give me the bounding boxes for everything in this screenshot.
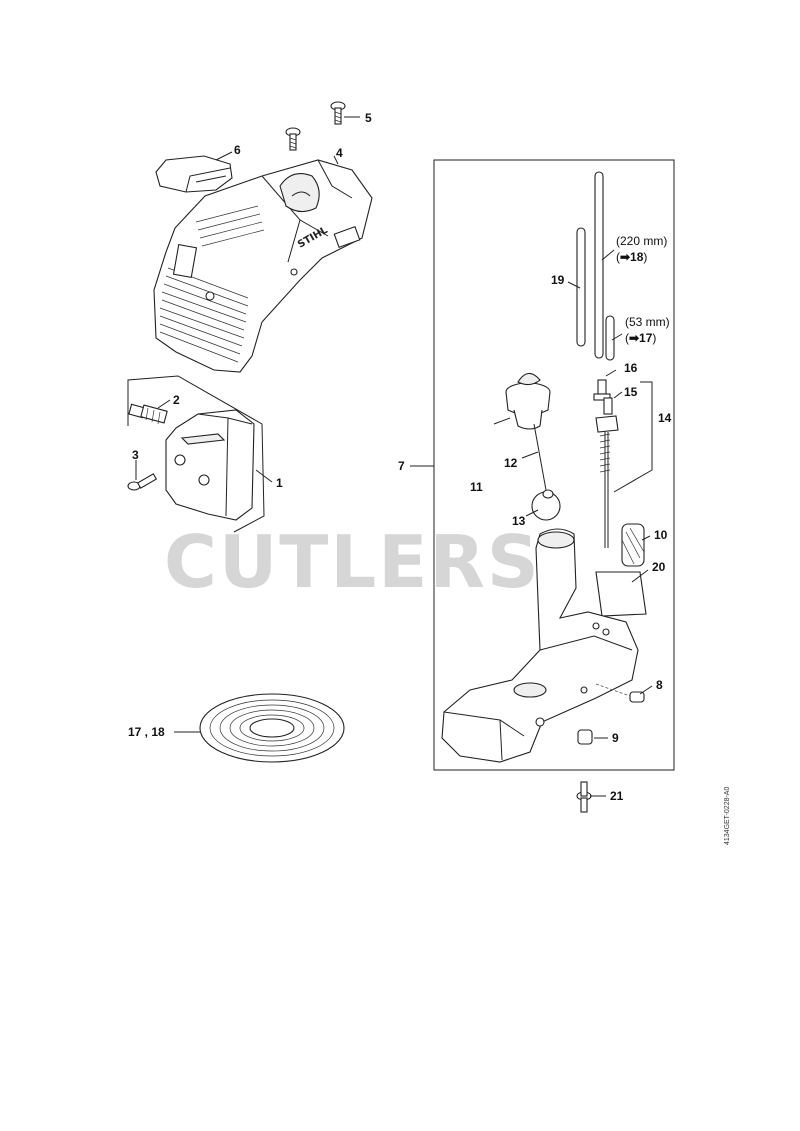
grommet-part-8 (629, 691, 645, 703)
callout-9: 9 (612, 731, 619, 745)
spark-plug-part (128, 403, 168, 425)
tube-note-long: (220 mm) (➡18) (616, 233, 667, 265)
bushing-part-9 (577, 729, 593, 745)
fuel-tank-part (441, 528, 639, 763)
callout-20: 20 (652, 560, 666, 574)
screw-part-3 (127, 473, 158, 491)
callout-2: 2 (173, 393, 180, 407)
callout-7: 7 (398, 459, 405, 473)
callout-14: 14 (658, 411, 672, 425)
tube-short-ref-close: ) (652, 331, 657, 346)
callout-13: 13 (512, 514, 526, 528)
bracket-11 (493, 417, 511, 425)
spiral-coil-part (199, 693, 345, 763)
shroud-cover-part: STIHL (153, 159, 373, 373)
watermark: CUTLERS (164, 520, 541, 604)
group-bracket-muffler (127, 375, 265, 533)
tube-short-ref: ➡17 (629, 331, 653, 346)
gasket-sheet-part (595, 571, 647, 617)
tank-cap-part (505, 372, 551, 430)
callout-11: 11 (470, 480, 483, 494)
tube-short-ref-open: ( (625, 331, 629, 346)
tube-short-length: (53 mm) (625, 315, 670, 329)
screw-part-5b (285, 127, 301, 151)
callout-8: 8 (656, 678, 663, 692)
tube-long-ref-close: ) (643, 250, 648, 265)
muffler-part (165, 409, 255, 521)
callout-1: 1 (276, 476, 283, 490)
bracket-14 (613, 381, 653, 493)
callout-4: 4 (336, 146, 343, 160)
fuel-tubes-part (576, 171, 615, 361)
document-reference-code: 4134GET-0228-A0 (724, 786, 731, 845)
callout-17-18: 17 , 18 (128, 725, 165, 739)
fuel-kit-frame (433, 159, 675, 771)
tube-note-short: (53 mm) (➡17) (625, 314, 670, 346)
retainer-rod-12 (533, 423, 547, 491)
screw-part-21 (576, 781, 592, 813)
callout-5: 5 (365, 111, 372, 125)
screw-part-5 (330, 101, 346, 125)
callout-10: 10 (654, 528, 668, 542)
fuel-filter-part (621, 523, 645, 567)
callout-19: 19 (551, 273, 565, 287)
tube-long-ref-open: ( (616, 250, 620, 265)
dashed-leader-8 (595, 683, 631, 697)
callout-21: 21 (610, 789, 624, 803)
leader-lines (135, 116, 653, 797)
callout-16: 16 (624, 361, 638, 375)
callout-3: 3 (132, 448, 139, 462)
flap-part (155, 155, 233, 193)
seal-disc-part-13 (531, 489, 561, 521)
tube-long-ref: ➡18 (620, 250, 644, 265)
callout-6: 6 (234, 143, 241, 157)
suction-assembly-part (593, 379, 619, 548)
callout-15: 15 (624, 385, 638, 399)
tube-long-length: (220 mm) (616, 234, 668, 248)
callout-12: 12 (504, 456, 518, 470)
